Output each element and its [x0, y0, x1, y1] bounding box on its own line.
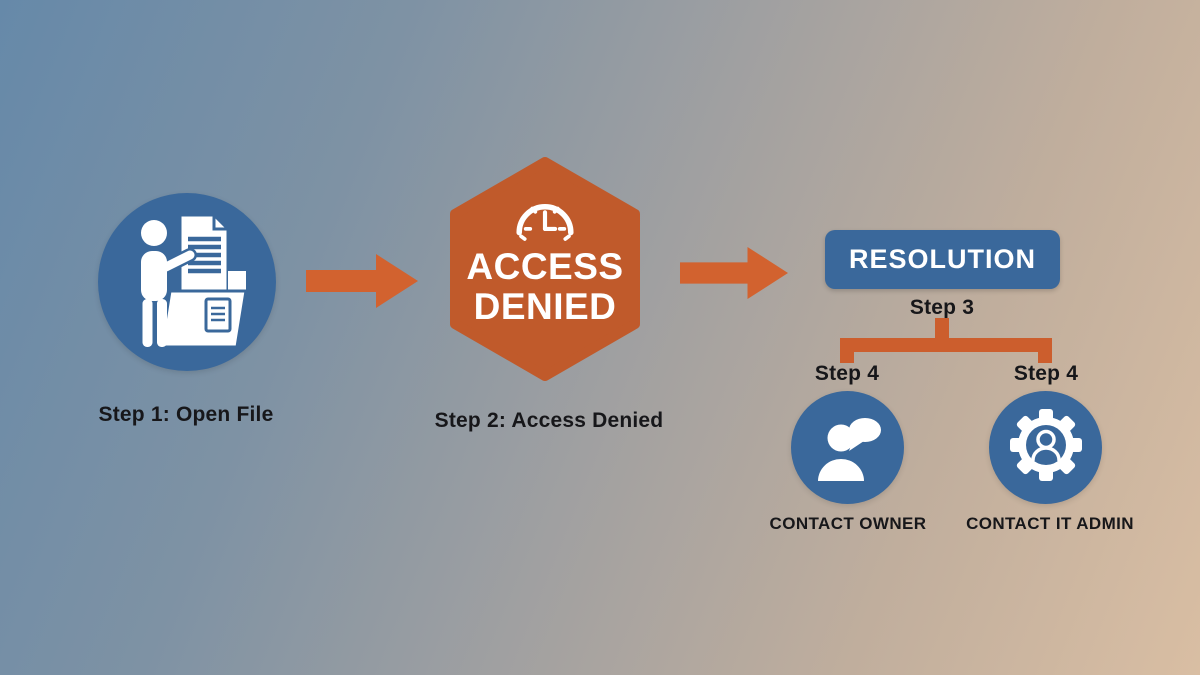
step2-caption: Step 2: Access Denied: [434, 409, 664, 432]
branch-connector-right-drop: [1038, 352, 1052, 363]
gear-person-icon: [1006, 405, 1086, 490]
contact-admin-circle: [989, 391, 1102, 504]
step3-caption: Step 3: [909, 296, 975, 319]
access-denied-line1: ACCESS: [466, 246, 624, 287]
step4-caption-right: Step 4: [1013, 362, 1079, 385]
person-chat-icon: [809, 408, 887, 491]
branch-connector-bar: [840, 338, 1052, 352]
branch-connector-left-drop: [840, 352, 854, 363]
resolution-box: RESOLUTION: [825, 230, 1060, 289]
access-denied-content: ACCESS DENIED: [449, 156, 641, 382]
contact-admin-caption: CONTACT IT ADMIN: [966, 514, 1134, 533]
access-denied-line2: DENIED: [473, 285, 617, 327]
step1-caption: Step 1: Open File: [98, 403, 274, 426]
gauge-icon: [510, 190, 580, 247]
step4-caption-left: Step 4: [814, 362, 880, 385]
contact-owner-circle: [791, 391, 904, 504]
branch-connector-stem: [935, 318, 949, 339]
arrow-right-icon: [680, 244, 788, 307]
contact-owner-caption: CONTACT OWNER: [769, 514, 927, 533]
step1-circle: [98, 193, 276, 371]
person-folder-icon: [124, 211, 250, 356]
arrow-right-icon: [306, 252, 418, 315]
access-denied-hexagon: [449, 156, 641, 382]
resolution-title: RESOLUTION: [848, 244, 1036, 274]
